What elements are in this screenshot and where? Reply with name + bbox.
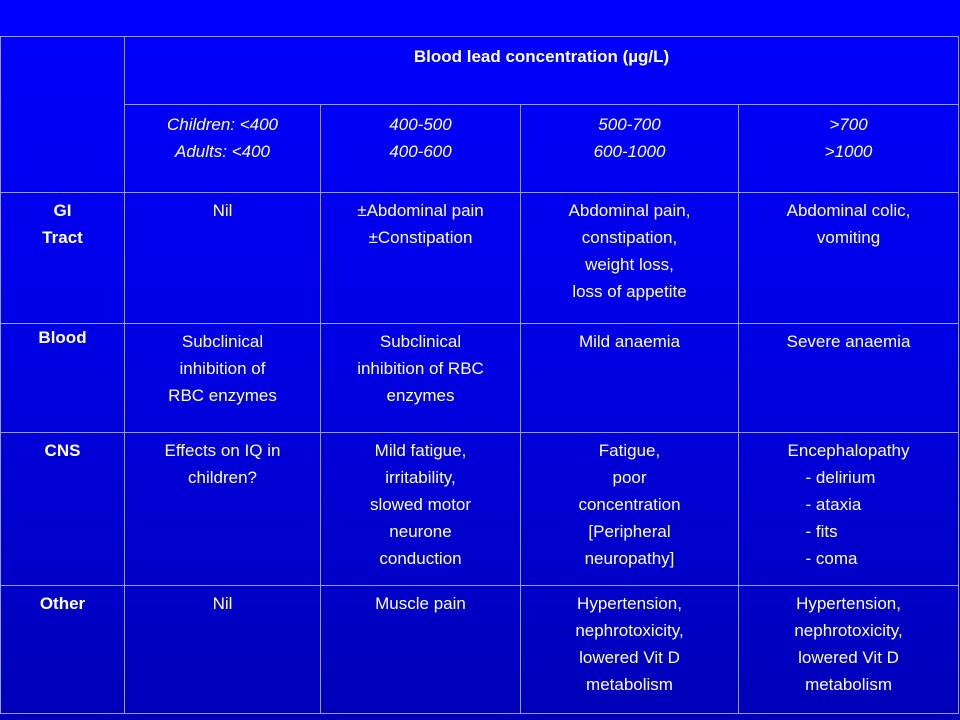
blood-cell-4: Severe anaemia: [737, 323, 960, 433]
range-cell: 500-700 600-1000: [520, 104, 739, 193]
cns-cell-2: Mild fatigue, irritability, slowed motor…: [320, 432, 521, 586]
range-adults: 400-600: [389, 142, 452, 161]
range-cell: >700 >1000: [737, 104, 960, 193]
cns-cell-3: Fatigue, poor concentration [Peripheral …: [520, 432, 739, 586]
row-header-cns: CNS: [0, 432, 125, 586]
lead-toxicity-table: Blood lead concentration (µg/L) Children…: [0, 36, 960, 714]
row-header-blood: Blood: [0, 323, 125, 433]
range-adults: 600-1000: [593, 142, 666, 161]
cns-row: CNS Effects on IQ in children? Mild fati…: [0, 432, 960, 586]
symptom-item: - ataxia: [805, 495, 862, 514]
symptom-item: - delirium: [805, 468, 876, 487]
range-cell: Children: <400 Adults: <400: [124, 104, 321, 193]
gi-tract-row: GI Tract Nil ±Abdominal pain ±Constipati…: [0, 192, 960, 324]
other-cell-2: Muscle pain: [320, 585, 521, 714]
gi-cell-4: Abdominal colic, vomiting: [737, 192, 960, 324]
range-adults: Adults: <400: [175, 142, 270, 161]
header-row: Blood lead concentration (µg/L): [0, 36, 960, 193]
row-header-gi: GI Tract: [0, 192, 125, 324]
row-header-other: Other: [0, 585, 125, 714]
corner-cell: [0, 36, 125, 193]
range-children: 500-700: [598, 115, 661, 134]
encephalopathy-list: Encephalopathy - delirium - ataxia - fit…: [788, 437, 910, 572]
cns-cell-4: Encephalopathy - delirium - ataxia - fit…: [737, 432, 960, 586]
other-row: Other Nil Muscle pain Hypertension, neph…: [0, 585, 960, 714]
range-cell: 400-500 400-600: [320, 104, 521, 193]
range-row: Children: <400 Adults: <400 400-500 400-…: [1, 104, 960, 193]
symptom-item: - coma: [805, 549, 858, 568]
encephalopathy-title: Encephalopathy: [787, 441, 910, 460]
blood-cell-2: Subclinical inhibition of RBC enzymes: [320, 323, 521, 433]
other-cell-1: Nil: [124, 585, 321, 714]
main-header: Blood lead concentration (µg/L): [123, 36, 960, 105]
cns-cell-1: Effects on IQ in children?: [124, 432, 321, 586]
blood-cell-1: Subclinical inhibition of RBC enzymes: [124, 323, 321, 433]
range-children: >700: [829, 115, 868, 134]
blood-cell-3: Mild anaemia: [520, 323, 739, 433]
gi-cell-1: Nil: [124, 192, 321, 324]
gi-cell-3: Abdominal pain, constipation, weight los…: [520, 192, 739, 324]
range-children: 400-500: [389, 115, 452, 134]
range-children: Children: <400: [166, 115, 279, 134]
blood-row: Blood Subclinical inhibition of RBC enzy…: [0, 323, 960, 433]
range-adults: >1000: [824, 142, 873, 161]
other-cell-3: Hypertension, nephrotoxicity, lowered Vi…: [520, 585, 739, 714]
other-cell-4: Hypertension, nephrotoxicity, lowered Vi…: [737, 585, 960, 714]
symptom-item: - fits: [805, 522, 838, 541]
gi-cell-2: ±Abdominal pain ±Constipation: [320, 192, 521, 324]
